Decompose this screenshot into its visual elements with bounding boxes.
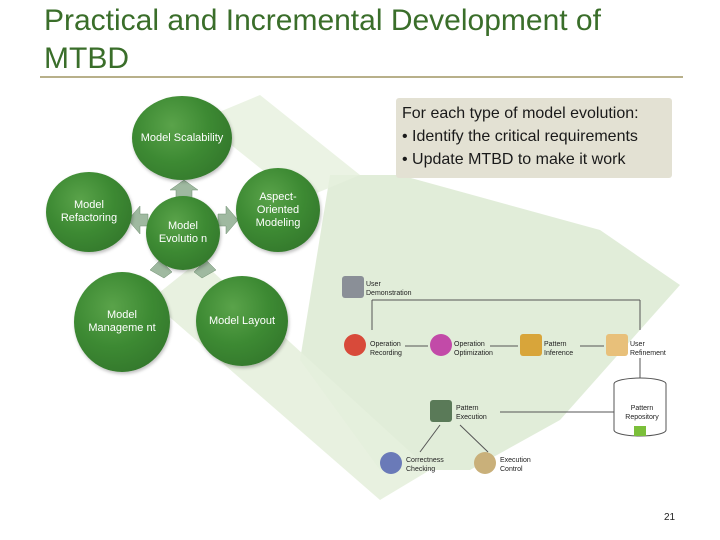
circle-model-evolution: Model Evolutio n — [146, 196, 220, 270]
node-user-demonstration: User Demonstration — [366, 281, 412, 297]
pattern-repository-icon — [613, 377, 667, 437]
node-operation-recording: Operation Recording — [370, 341, 402, 357]
node-pattern-repository: Pattern Repository — [625, 405, 659, 421]
circle-label: Model Evolutio n — [158, 220, 208, 245]
execution-control-icon — [474, 452, 496, 474]
pattern-inference-icon — [520, 334, 542, 356]
slide-title: Practical and Incremental Development of… — [44, 2, 684, 78]
circle-model-layout: Model Layout — [196, 276, 288, 366]
pattern-execution-icon — [430, 400, 452, 422]
title-line-1: Practical and Incremental Development of — [44, 4, 601, 37]
callout-heading: For each type of model evolution: — [402, 105, 639, 122]
circle-label: Model Refactoring — [60, 199, 118, 224]
title-divider — [40, 76, 683, 78]
connector-right — [217, 205, 239, 235]
node-operation-optimization: Operation Optimization — [454, 341, 493, 357]
circle-label: Aspect-Oriented Modeling — [255, 190, 301, 229]
node-pattern-execution: Pattern Execution — [456, 405, 487, 421]
circle-label: Model Scalability — [140, 131, 224, 144]
correctness-checking-icon — [380, 452, 402, 474]
page-number: 21 — [664, 512, 676, 523]
user-refinement-icon — [606, 334, 628, 356]
operation-recording-icon — [344, 334, 366, 356]
arrow-upper-band — [200, 95, 360, 200]
callout-bullet-1: • Identify the critical requirements — [402, 128, 638, 145]
callout-bullet-2: • Update MTBD to make it work — [402, 151, 626, 168]
title-line-2: MTBD — [44, 42, 129, 75]
circle-label: Model Layout — [208, 314, 276, 327]
user-demonstration-icon — [342, 276, 364, 298]
node-pattern-inference: Pattern Inference — [544, 341, 574, 357]
circle-model-refactoring: Model Refactoring — [46, 172, 132, 252]
large-arrow-down — [300, 175, 680, 470]
node-execution-control: Execution Control — [500, 457, 531, 473]
circle-model-scalability: Model Scalability — [132, 96, 232, 180]
operation-optimization-icon — [430, 334, 452, 356]
circle-model-management: Model Manageme nt — [74, 272, 170, 372]
connector-up — [169, 179, 199, 199]
callout-box: For each type of model evolution: • Iden… — [396, 98, 672, 178]
node-user-refinement: User Refinement — [630, 341, 666, 357]
node-correctness-checking: Correctness Checking — [406, 457, 444, 473]
circle-aspect-oriented-modeling: Aspect-Oriented Modeling — [236, 168, 320, 252]
circle-label: Model Manageme nt — [88, 309, 156, 334]
